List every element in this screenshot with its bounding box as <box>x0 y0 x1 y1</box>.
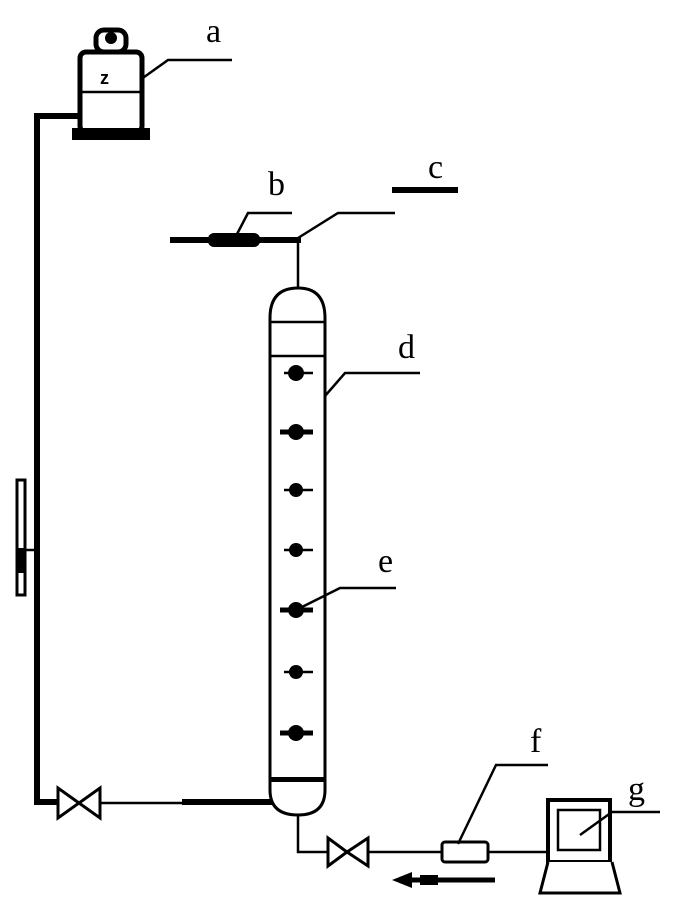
label-b: b <box>268 166 285 203</box>
component-b-fitting <box>208 233 260 247</box>
sampling-point <box>284 483 313 497</box>
component-g-computer <box>538 798 622 895</box>
valve-outlet <box>326 835 370 869</box>
feed-pipe <box>34 113 81 805</box>
label-a: a <box>206 13 221 50</box>
label-c: c <box>428 149 443 186</box>
sampling-point <box>280 725 313 741</box>
sampling-point <box>280 424 313 440</box>
side-gauge <box>15 478 37 597</box>
label-g: g <box>628 771 645 808</box>
valve-inlet <box>56 785 102 821</box>
leader-e <box>295 586 396 612</box>
sampling-point <box>284 365 313 381</box>
sampling-points <box>280 365 313 741</box>
leader-b <box>234 211 292 237</box>
leader-c <box>297 211 395 240</box>
bottom-outlet-pipe <box>296 815 330 854</box>
leader-f <box>456 763 548 845</box>
component-f-sensor <box>440 840 490 864</box>
flow-arrow-icon <box>392 872 495 888</box>
sampling-point <box>284 665 313 679</box>
leader-d <box>324 371 420 397</box>
svg-text:z: z <box>100 68 109 88</box>
leader-a <box>139 58 232 82</box>
label-d: d <box>398 329 415 366</box>
label-e: e <box>378 543 393 580</box>
leader-g <box>579 810 660 837</box>
label-f: f <box>530 723 542 760</box>
component-a-pump: z <box>72 27 150 140</box>
sampling-point <box>284 543 313 557</box>
